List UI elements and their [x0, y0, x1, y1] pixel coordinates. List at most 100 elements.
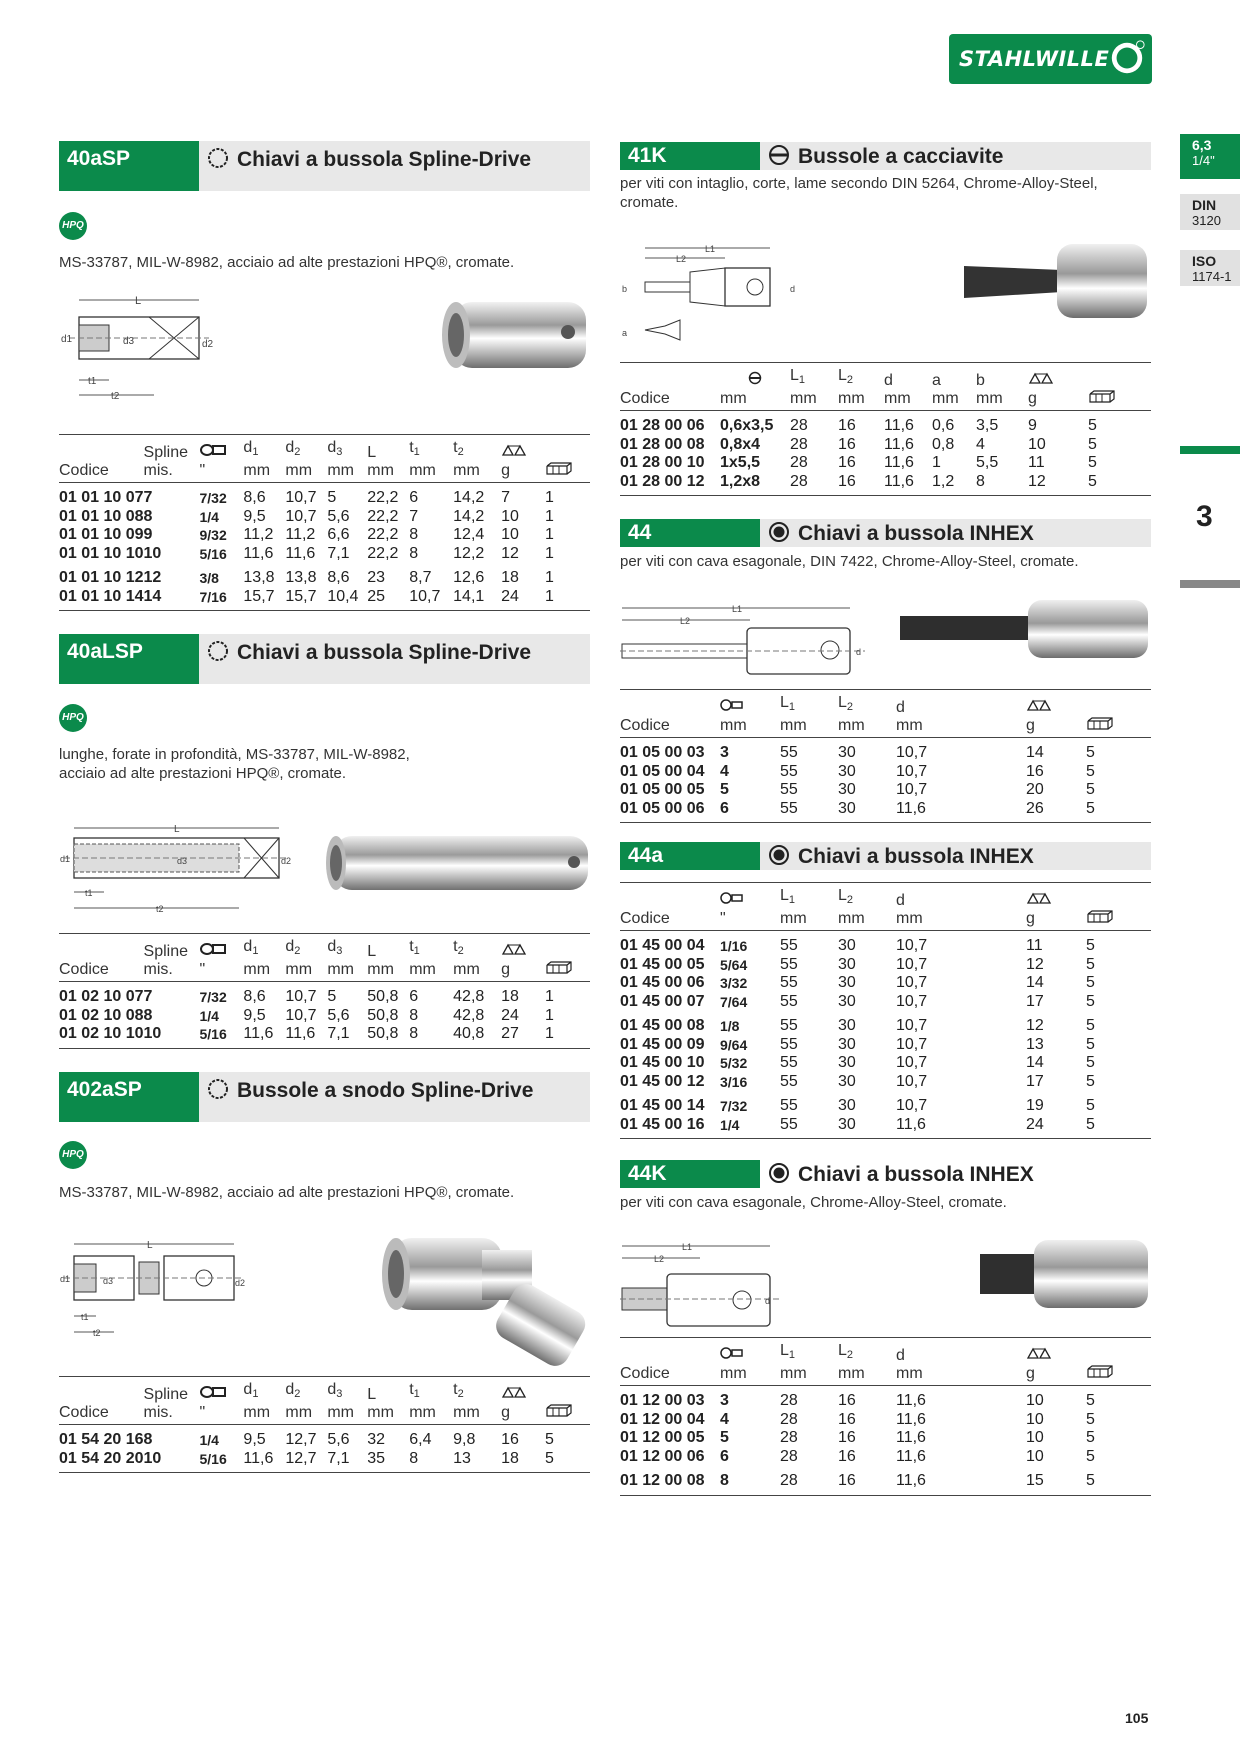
drawing-44: L1 L2 d: [620, 604, 865, 675]
svg-text:d1: d1: [61, 334, 73, 345]
svg-text:d2: d2: [281, 856, 291, 866]
section-code-44: 44: [620, 519, 760, 547]
chapter-number: 3: [1196, 500, 1213, 533]
product-image-40alsp: [326, 836, 588, 890]
hex-key-icon: [720, 1347, 743, 1359]
hex-socket-icon: [769, 522, 789, 542]
weight-icon: [1026, 699, 1052, 711]
svg-text:L: L: [135, 295, 141, 307]
pack-quantity-icon: [546, 961, 572, 974]
product-image-44k: [980, 1240, 1148, 1308]
desc-line: acciaio ad alte prestazioni HPQ®, cromat…: [59, 765, 347, 782]
hpq-badge: HPQ: [59, 704, 87, 732]
svg-text:L1: L1: [705, 244, 715, 254]
svg-text:t1: t1: [81, 1312, 89, 1322]
spline-profile-icon: [208, 1079, 228, 1099]
svg-text:d: d: [856, 647, 861, 657]
product-image-40asp: [442, 302, 586, 368]
section-title-44k: Chiavi a bussola INHEX: [760, 1160, 1151, 1188]
tab-iso[interactable]: ISO 1174-1: [1180, 250, 1240, 286]
svg-text:d2: d2: [235, 1278, 245, 1288]
svg-text:L2: L2: [680, 616, 690, 626]
section-title-41k: Bussole a cacciavite: [760, 142, 1151, 170]
spline-profile-icon: [208, 641, 228, 661]
tab-drive-size[interactable]: 6,3 1/4": [1180, 134, 1240, 179]
brand-logo: STAHLWILLE: [949, 34, 1152, 84]
svg-text:d2: d2: [202, 339, 214, 350]
desc-line: lunghe, forate in profondità, MS-33787, …: [59, 746, 410, 763]
section-code-40asp: 40aSP: [59, 141, 199, 191]
drawing-44k: L1 L2 d: [620, 1242, 780, 1327]
svg-text:d: d: [765, 1296, 770, 1306]
section-title-40asp: Chiavi a bussola Spline-Drive: [199, 141, 590, 191]
section-title-text: Chiavi a bussola Spline-Drive: [237, 148, 532, 171]
tab-drive-size-inch: 1/4": [1192, 153, 1215, 168]
section-code-44k: 44K: [620, 1160, 760, 1188]
svg-text:t2: t2: [111, 391, 120, 402]
section-desc-41k: per viti con intaglio, corte, lame secon…: [620, 174, 1160, 212]
section-title-text: Chiavi a bussola INHEX: [798, 522, 1034, 545]
chapter-bar-grey: [1180, 580, 1240, 588]
section-title-402asp: Bussole a snodo Spline-Drive: [199, 1072, 590, 1122]
section-title-text: Chiavi a bussola Spline-Drive: [237, 641, 532, 664]
svg-text:d3: d3: [177, 856, 187, 866]
hpq-badge: HPQ: [59, 212, 87, 240]
section-title-text: Bussole a cacciavite: [798, 145, 1004, 168]
svg-text:d: d: [790, 284, 795, 294]
section-title-text: Chiavi a bussola INHEX: [798, 1163, 1034, 1186]
section-title-text: Bussole a snodo Spline-Drive: [237, 1079, 534, 1102]
desc-line: per viti con intaglio, corte, lame secon…: [620, 175, 1098, 192]
section-desc-40asp: MS-33787, MIL-W-8982, acciaio ad alte pr…: [59, 254, 515, 271]
weight-icon: [501, 1386, 527, 1398]
desc-line: cromate.: [620, 194, 679, 211]
pack-quantity-icon: [546, 1404, 572, 1417]
wrench-size-icon: [200, 1386, 227, 1398]
section-desc-44k: per viti con cava esagonale, Chrome-Allo…: [620, 1194, 1007, 1211]
svg-text:L2: L2: [676, 254, 686, 264]
section-title-40alsp: Chiavi a bussola Spline-Drive: [199, 634, 590, 684]
pack-quantity-icon: [1089, 390, 1115, 403]
section-code-41k: 41K: [620, 142, 760, 170]
slotted-screw-icon: [769, 145, 789, 165]
svg-text:d3: d3: [123, 336, 135, 347]
tab-din[interactable]: DIN 3120: [1180, 194, 1240, 230]
gear-logo-icon: [1111, 40, 1145, 74]
wrench-size-icon: [200, 943, 227, 955]
section-title-44a: Chiavi a bussola INHEX: [760, 842, 1151, 870]
section-code-44a: 44a: [620, 842, 760, 870]
tab-din-number: 3120: [1192, 213, 1221, 228]
hex-key-icon: [720, 892, 743, 904]
